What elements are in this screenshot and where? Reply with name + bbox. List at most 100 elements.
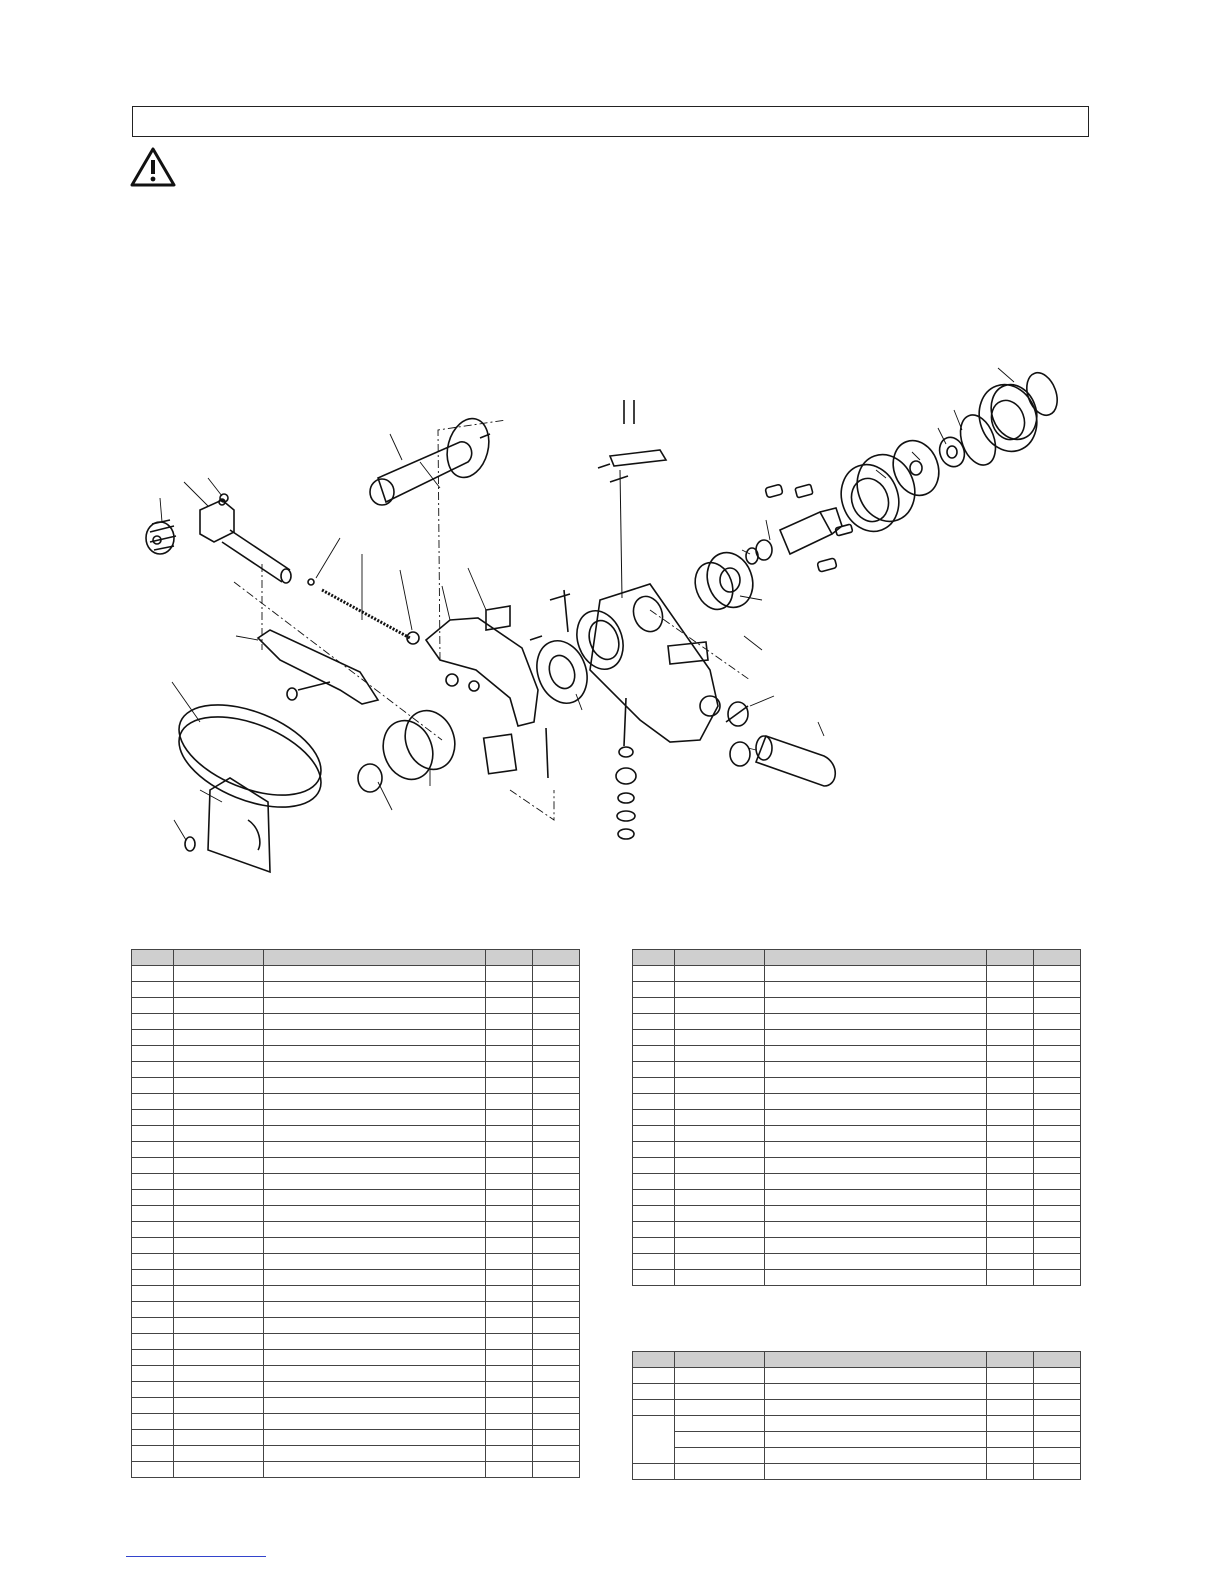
table-row [131, 1125, 580, 1142]
table-cell [632, 1125, 675, 1142]
side-handle-part [369, 417, 491, 506]
table-cell [263, 1077, 486, 1094]
col-part-number [674, 1351, 765, 1368]
table-cell [674, 997, 765, 1014]
table-cell [632, 997, 675, 1014]
table-cell [532, 1205, 580, 1222]
table-cell [632, 1045, 675, 1062]
table-cell [532, 1221, 580, 1238]
table-cell [632, 965, 675, 982]
table-cell [263, 1013, 486, 1030]
table-cell [1033, 1029, 1081, 1046]
col-qty [986, 949, 1034, 966]
table-cell [485, 1093, 533, 1110]
table-cell [173, 1333, 264, 1350]
table-cell [1033, 1125, 1081, 1142]
main-arm-body-part [424, 605, 539, 727]
table-cell [485, 1397, 533, 1414]
table-cell [986, 1093, 1034, 1110]
table-cell [986, 1061, 1034, 1078]
table-row [131, 981, 580, 998]
table-cell [632, 1157, 675, 1174]
table-cell [1033, 965, 1081, 982]
table-row [131, 997, 580, 1014]
gasket-ring-part [536, 640, 588, 704]
table-cell [131, 1109, 174, 1126]
table-cell [263, 1349, 486, 1366]
table-cell [263, 1173, 486, 1190]
table-cell [532, 1285, 580, 1302]
o-ring-part [959, 414, 997, 466]
table-cell [986, 1237, 1034, 1254]
table-cell [173, 981, 264, 998]
table-cell [131, 1269, 174, 1286]
table-cell [986, 1253, 1034, 1270]
table-cell [986, 1077, 1034, 1094]
table-cell [131, 1397, 174, 1414]
table-row [632, 1221, 1081, 1238]
table-cell [764, 1077, 987, 1094]
table-cell [532, 1061, 580, 1078]
table-cell [485, 1029, 533, 1046]
table-row [131, 1429, 580, 1446]
table-cell [485, 1077, 533, 1094]
table-cell [764, 997, 987, 1014]
table-row [131, 1301, 580, 1318]
col-note [1033, 949, 1081, 966]
tension-lever-part [256, 629, 380, 705]
table-cell [485, 1429, 533, 1446]
screw-parts [529, 589, 571, 779]
footer-link[interactable] [126, 1556, 266, 1557]
table-cell [131, 1125, 174, 1142]
rotor-blade-parts [764, 483, 854, 573]
table-cell [1033, 1189, 1081, 1206]
front-bearing-part [938, 436, 966, 468]
table-row [632, 1141, 1081, 1158]
table-cell [131, 1381, 174, 1398]
table-cell [173, 965, 264, 982]
table-row [131, 1061, 580, 1078]
table-cell [632, 1173, 675, 1190]
table-row [632, 997, 1081, 1014]
table-cell [263, 1045, 486, 1062]
table-row [131, 1445, 580, 1462]
table-cell [1033, 1221, 1081, 1238]
table-row [632, 1125, 1081, 1142]
table-cell [1033, 1141, 1081, 1158]
table-cell [764, 1029, 987, 1046]
exploded-parts-diagram [145, 367, 1058, 874]
table-cell [1033, 1173, 1081, 1190]
table-cell [173, 1093, 264, 1110]
col-note [532, 949, 580, 966]
table-cell [485, 1285, 533, 1302]
table-cell [632, 1077, 675, 1094]
table-row [632, 1077, 1081, 1094]
table-cell [131, 1141, 174, 1158]
table-cell [131, 1013, 174, 1030]
table-cell [632, 1237, 675, 1254]
table-cell [485, 1349, 533, 1366]
col-description [263, 949, 486, 966]
table-row [131, 1221, 580, 1238]
table-cell [263, 1445, 486, 1462]
col-note [1033, 1351, 1081, 1368]
table-cell [263, 1205, 486, 1222]
table-row [632, 1269, 1081, 1286]
table-cell [1033, 1109, 1081, 1126]
table-cell [173, 1125, 264, 1142]
air-inlet-part [725, 701, 751, 767]
table-cell [764, 1093, 987, 1110]
table-cell [131, 1429, 174, 1446]
table-cell [263, 1253, 486, 1270]
table-cell [674, 1029, 765, 1046]
table-cell [1033, 981, 1081, 998]
table-row [131, 1413, 580, 1430]
table-cell [131, 981, 174, 998]
warning-triangle-icon [130, 147, 176, 187]
table-cell [674, 965, 765, 982]
parts-table-left [131, 949, 580, 1478]
table-cell [485, 1381, 533, 1398]
table-cell [986, 1109, 1034, 1126]
table-cell [485, 1109, 533, 1126]
table-cell [173, 1349, 264, 1366]
